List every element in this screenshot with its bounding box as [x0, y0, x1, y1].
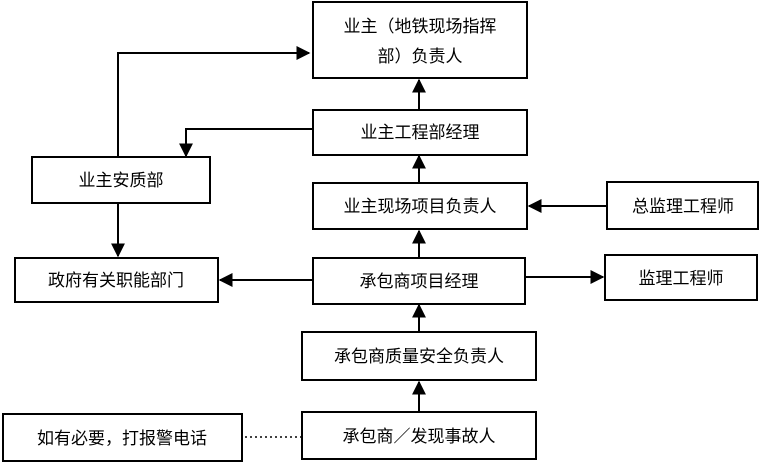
node-owner-site-project-head: 业主现场项目负责人 [312, 182, 528, 230]
node-owner-engineering-manager: 业主工程部经理 [312, 109, 528, 156]
edge-safety-dept-to-owner-head [117, 46, 311, 157]
node-contractor-discoverer: 承包商／发现事故人 [301, 411, 537, 460]
node-call-police-note: 如有必要，打报警电话 [2, 413, 243, 462]
government-departments-label: 政府有关职能部门 [48, 271, 184, 291]
owner-safety-dept-label: 业主安质部 [79, 171, 164, 191]
node-government-departments: 政府有关职能部门 [14, 257, 219, 303]
contractor-project-manager-label: 承包商项目经理 [360, 272, 479, 292]
owner-head-label-line1: 业主（地铁现场指挥 [344, 17, 497, 37]
contractor-quality-safety-head-label: 承包商质量安全负责人 [334, 347, 504, 367]
edge-engineering-manager-to-safety-dept [179, 128, 313, 158]
owner-head-label-line2: 部）负责人 [378, 47, 463, 67]
node-contractor-project-manager: 承包商项目经理 [312, 257, 526, 305]
connectors [111, 46, 607, 438]
owner-engineering-manager-label: 业主工程部经理 [361, 123, 480, 143]
node-owner-head: 业主（地铁现场指挥 部）负责人 [312, 1, 528, 79]
node-supervising-engineer: 监理工程师 [604, 254, 758, 301]
chief-supervising-engineer-label: 总监理工程师 [632, 197, 734, 217]
contractor-discoverer-label: 承包商／发现事故人 [343, 427, 496, 447]
owner-site-project-head-label: 业主现场项目负责人 [344, 197, 497, 217]
node-chief-supervising-engineer: 总监理工程师 [606, 181, 759, 230]
call-police-note-label: 如有必要，打报警电话 [37, 429, 207, 449]
node-owner-safety-dept: 业主安质部 [31, 156, 211, 204]
supervising-engineer-label: 监理工程师 [639, 269, 724, 289]
node-contractor-quality-safety-head: 承包商质量安全负责人 [301, 331, 537, 381]
